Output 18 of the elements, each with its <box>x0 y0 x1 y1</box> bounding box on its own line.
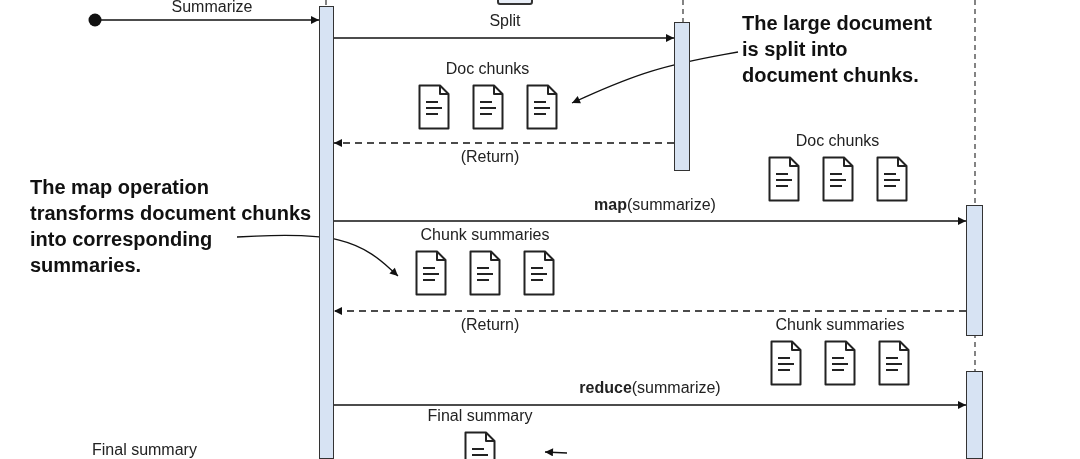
edge-label: Split <box>487 12 523 30</box>
group-label: Doc chunks <box>795 132 880 150</box>
note-text: Final summary <box>92 441 197 459</box>
callout-note: The map operation transforms document chunks into corresponding summaries. <box>30 174 312 284</box>
activation-bar <box>319 6 334 459</box>
group-label: Final summary <box>427 407 533 425</box>
callout-note: The large document is split into document chunks. <box>742 10 947 92</box>
edge-label: (Return) <box>458 316 522 334</box>
group-label: Chunk summaries <box>775 316 905 334</box>
group-label: Doc chunks <box>445 60 530 78</box>
activation-bar <box>966 371 983 459</box>
edge-label: reduce(summarize) <box>577 379 723 397</box>
activation-bar <box>674 22 690 171</box>
group-label: Chunk summaries <box>420 226 550 244</box>
start-dot <box>88 13 102 27</box>
activation-bar <box>966 205 983 336</box>
edge-label: (Return) <box>458 148 522 166</box>
edge-label: map(summarize) <box>592 196 718 214</box>
